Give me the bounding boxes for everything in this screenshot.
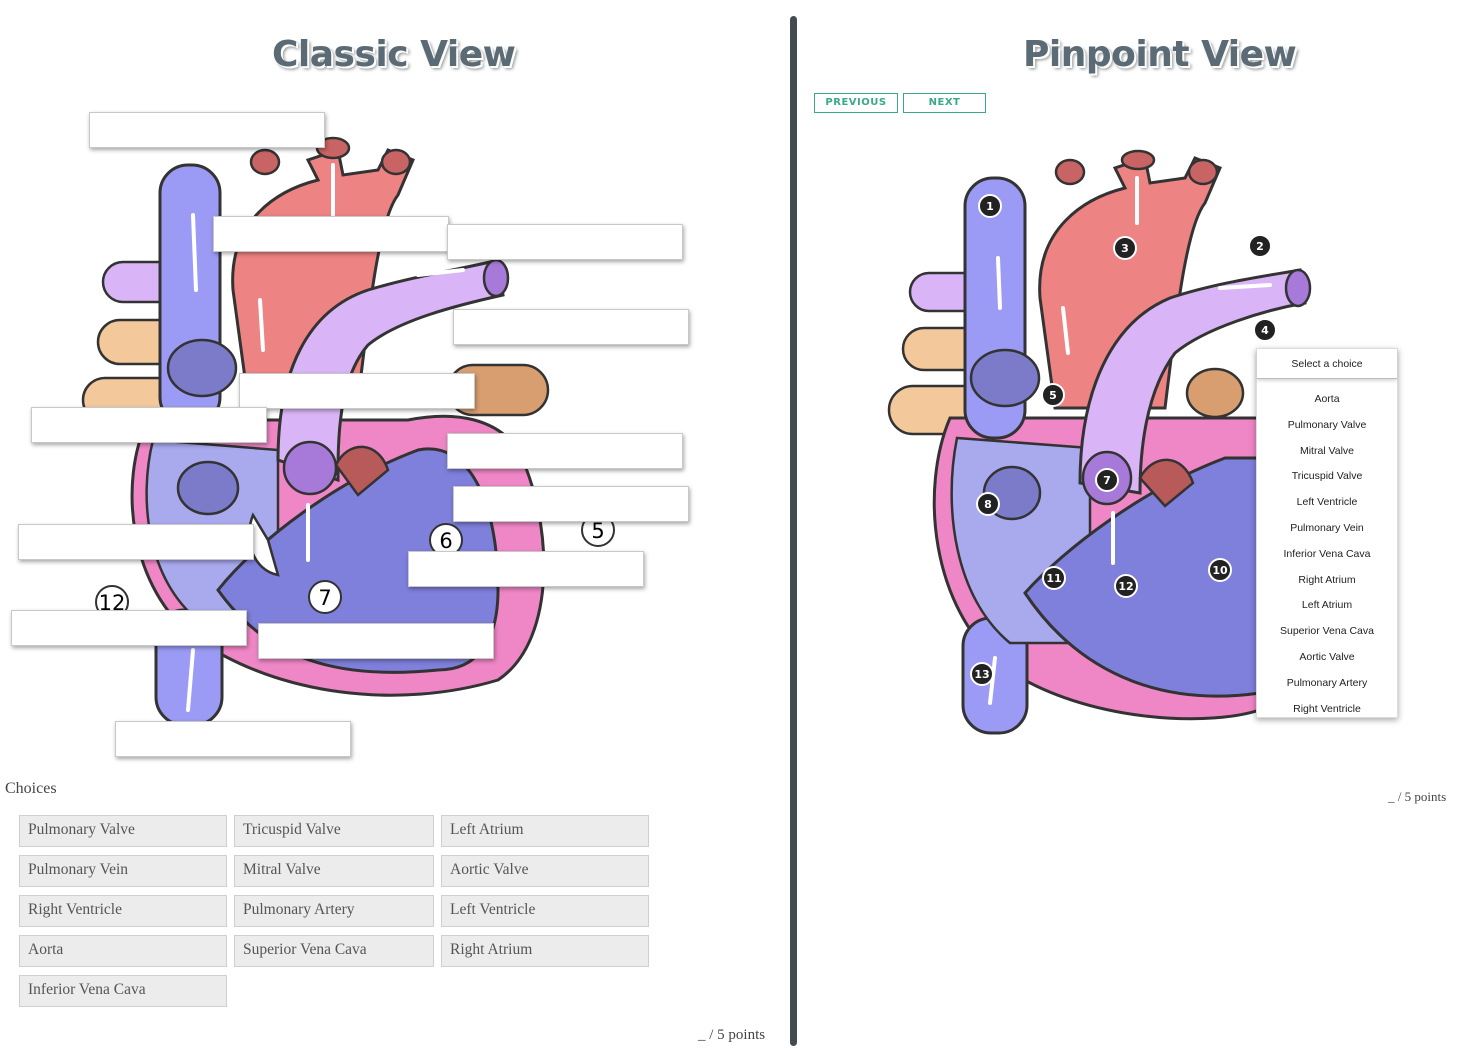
choice-chip[interactable]: Left Ventricle (441, 895, 649, 927)
choice-chip[interactable]: Aortic Valve (441, 855, 649, 887)
pinpoint-marker-1[interactable]: 1 (978, 194, 1002, 218)
svg-text:4: 4 (1261, 324, 1269, 337)
choice-chip[interactable]: Mitral Valve (234, 855, 434, 887)
dropdown-option[interactable]: Left Ventricle (1296, 496, 1358, 509)
svg-text:11: 11 (1046, 572, 1061, 585)
dropdown-option[interactable]: Inferior Vena Cava (1283, 547, 1371, 560)
choice-chip[interactable]: Superior Vena Cava (234, 935, 434, 967)
pinpoint-marker-8[interactable]: 8 (976, 492, 1000, 516)
drop-target[interactable] (89, 112, 325, 148)
pinpoint-marker-3[interactable]: 3 (1113, 236, 1137, 260)
dropdown-option[interactable]: Pulmonary Artery (1286, 676, 1368, 689)
choice-chip[interactable]: Inferior Vena Cava (19, 975, 227, 1007)
dropdown-option[interactable]: Tricuspid Valve (1291, 470, 1363, 483)
svg-text:12: 12 (1118, 580, 1133, 593)
pinpoint-marker-12[interactable]: 12 (1114, 574, 1138, 598)
svg-text:7: 7 (1103, 474, 1111, 487)
drop-target[interactable] (258, 623, 494, 659)
dropdown-option[interactable]: Aorta (1314, 393, 1340, 405)
choice-chip[interactable]: Pulmonary Vein (19, 855, 227, 887)
classic-points: _ / 5 points (698, 1027, 766, 1043)
drop-target[interactable] (453, 309, 689, 345)
svg-text:13: 13 (974, 668, 989, 681)
dropdown-option[interactable]: Aortic Valve (1299, 650, 1355, 663)
drop-target[interactable] (408, 551, 644, 587)
panel-divider (790, 16, 797, 1046)
drop-target[interactable] (447, 433, 683, 469)
choice-chip[interactable]: Left Atrium (441, 815, 649, 847)
marker-6-label: 6 (439, 529, 452, 553)
drop-target[interactable] (453, 486, 689, 522)
svg-text:2: 2 (1256, 240, 1264, 253)
drop-target[interactable] (239, 373, 475, 409)
drop-target[interactable] (31, 407, 267, 443)
next-button[interactable]: NEXT (903, 93, 986, 113)
dropdown-options: Aorta Pulmonary Valve Mitral Valve Tricu… (1257, 379, 1397, 722)
pinpoint-view-title: Pinpoint View (1023, 34, 1297, 75)
pinpoint-marker-11[interactable]: 11 (1042, 566, 1066, 590)
pinpoint-marker-10[interactable]: 10 (1208, 558, 1232, 582)
classic-view-title: Classic View (272, 34, 516, 75)
choice-dropdown[interactable]: Select a choice Aorta Pulmonary Valve Mi… (1256, 348, 1398, 718)
drop-target[interactable] (447, 224, 683, 260)
svg-text:5: 5 (1049, 389, 1057, 402)
aortic-valve-shape (334, 445, 390, 497)
ventricle-shape (216, 447, 500, 674)
previous-button[interactable]: PREVIOUS (814, 93, 898, 113)
drop-target[interactable] (213, 216, 449, 252)
dropdown-option[interactable]: Pulmonary Valve (1287, 418, 1367, 431)
pinpoint-marker-13[interactable]: 13 (970, 662, 994, 686)
dropdown-option[interactable]: Mitral Valve (1299, 444, 1355, 457)
marker-7 (308, 580, 342, 614)
svg-text:3: 3 (1121, 242, 1129, 255)
choice-chip[interactable]: Pulmonary Artery (234, 895, 434, 927)
choice-chip[interactable]: Tricuspid Valve (234, 815, 434, 847)
choice-chip[interactable]: Right Atrium (441, 935, 649, 967)
pinpoint-marker-7[interactable]: 7 (1095, 468, 1119, 492)
pinpoint-marker-2[interactable]: 2 (1248, 234, 1272, 258)
marker-7-label: 7 (318, 586, 331, 610)
drop-target[interactable] (115, 721, 351, 757)
dropdown-placeholder[interactable]: Select a choice (1257, 349, 1397, 379)
marker-5: 5 (581, 513, 615, 547)
pinpoint-points: _ / 5 points (1388, 789, 1447, 804)
choices-heading: Choices (5, 780, 57, 797)
choices-grid: Pulmonary Valve Tricuspid Valve Left Atr… (19, 815, 659, 1007)
pinpoint-marker-5[interactable]: 5 (1041, 383, 1065, 407)
choice-chip[interactable]: Right Ventricle (19, 895, 227, 927)
choice-chip[interactable]: Pulmonary Valve (19, 815, 227, 847)
dropdown-option[interactable]: Left Atrium (1301, 599, 1353, 612)
choice-chip[interactable]: Aorta (19, 935, 227, 967)
pulmonary-valve-shape (282, 440, 338, 496)
dropdown-option[interactable]: Superior Vena Cava (1280, 625, 1374, 638)
svg-text:8: 8 (984, 498, 992, 511)
marker-5-label: 5 (591, 519, 604, 543)
right-atrium-oval (176, 460, 240, 516)
drop-target[interactable] (11, 610, 247, 646)
pinpoint-marker-4[interactable]: 4 (1253, 318, 1277, 342)
svg-text:1: 1 (986, 200, 994, 213)
svg-text:10: 10 (1212, 564, 1228, 577)
dropdown-option[interactable]: Right Ventricle (1293, 702, 1361, 715)
drop-target[interactable] (18, 524, 254, 560)
dropdown-option[interactable]: Right Atrium (1298, 573, 1356, 586)
dropdown-option[interactable]: Pulmonary Vein (1290, 521, 1364, 534)
